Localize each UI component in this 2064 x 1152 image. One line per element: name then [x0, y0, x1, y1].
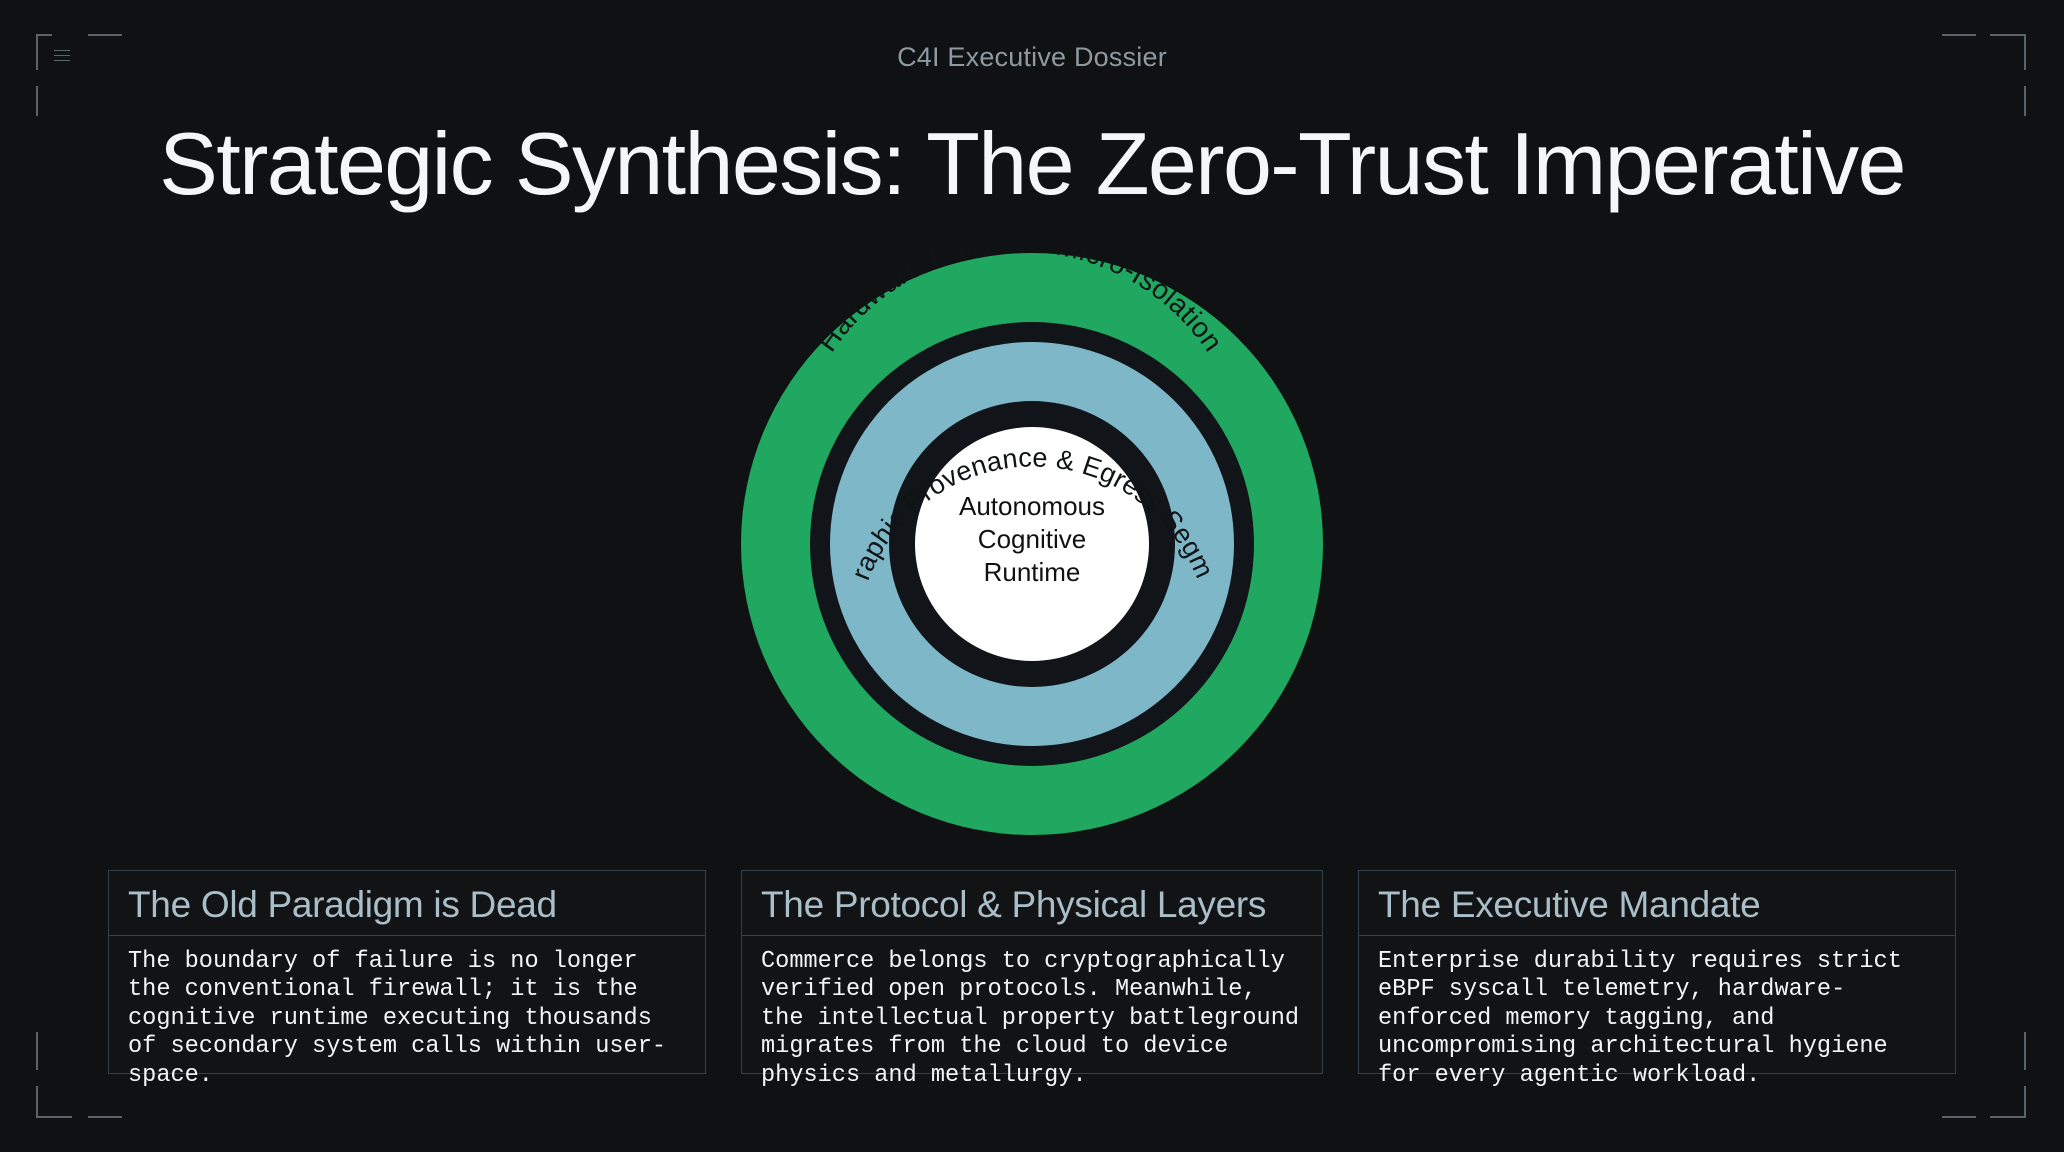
frame-left-lower-vertical: [36, 1032, 38, 1070]
panel-body: The boundary of failure is no longer the…: [128, 948, 667, 1089]
panel-executive-mandate: The Executive Mandate Enterprise durabil…: [1358, 870, 1956, 1089]
frame-corner-top-left: [36, 34, 52, 70]
frame-left-upper-vertical: [36, 86, 38, 116]
menu-lines-icon: [54, 50, 70, 61]
frame-corner-top-right: [1990, 34, 2026, 70]
panel-title: The Protocol & Physical Layers: [742, 871, 1322, 936]
panel-old-paradigm: The Old Paradigm is Dead The boundary of…: [108, 870, 706, 1089]
panel-protocol-physical: The Protocol & Physical Layers Commerce …: [741, 870, 1323, 1089]
core-label-line-1: Autonomous: [959, 491, 1105, 521]
frame-right-upper-vertical: [2024, 86, 2026, 116]
panel-title: The Executive Mandate: [1359, 871, 1955, 936]
core-label-line-2: Cognitive: [978, 524, 1086, 554]
frame-right-lower-vertical: [2024, 1032, 2026, 1070]
frame-bottom-left-horizontal: [88, 1116, 122, 1118]
frame-top-left-horizontal: [88, 34, 122, 36]
frame-corner-bottom-right: [1990, 1086, 2026, 1118]
frame-bottom-right-horizontal: [1942, 1116, 1976, 1118]
frame-corner-bottom-left: [36, 1086, 72, 1118]
panel-title: The Old Paradigm is Dead: [109, 871, 705, 936]
core-circle: [915, 427, 1149, 661]
panel-body: Enterprise durability requires strict eB…: [1378, 948, 1902, 1089]
panel-body: Commerce belongs to cryptographically ve…: [761, 948, 1300, 1089]
frame-top-right-horizontal: [1942, 34, 1976, 36]
page-title: Strategic Synthesis: The Zero-Trust Impe…: [159, 114, 1906, 213]
zero-trust-ring-diagram: Hardware-Enforced Micro-Isolation Crypto…: [732, 244, 1323, 835]
core-label-line-3: Runtime: [984, 557, 1081, 587]
core-label: Autonomous Cognitive Runtime: [959, 491, 1105, 587]
dossier-kicker: C4I Executive Dossier: [897, 42, 1167, 72]
